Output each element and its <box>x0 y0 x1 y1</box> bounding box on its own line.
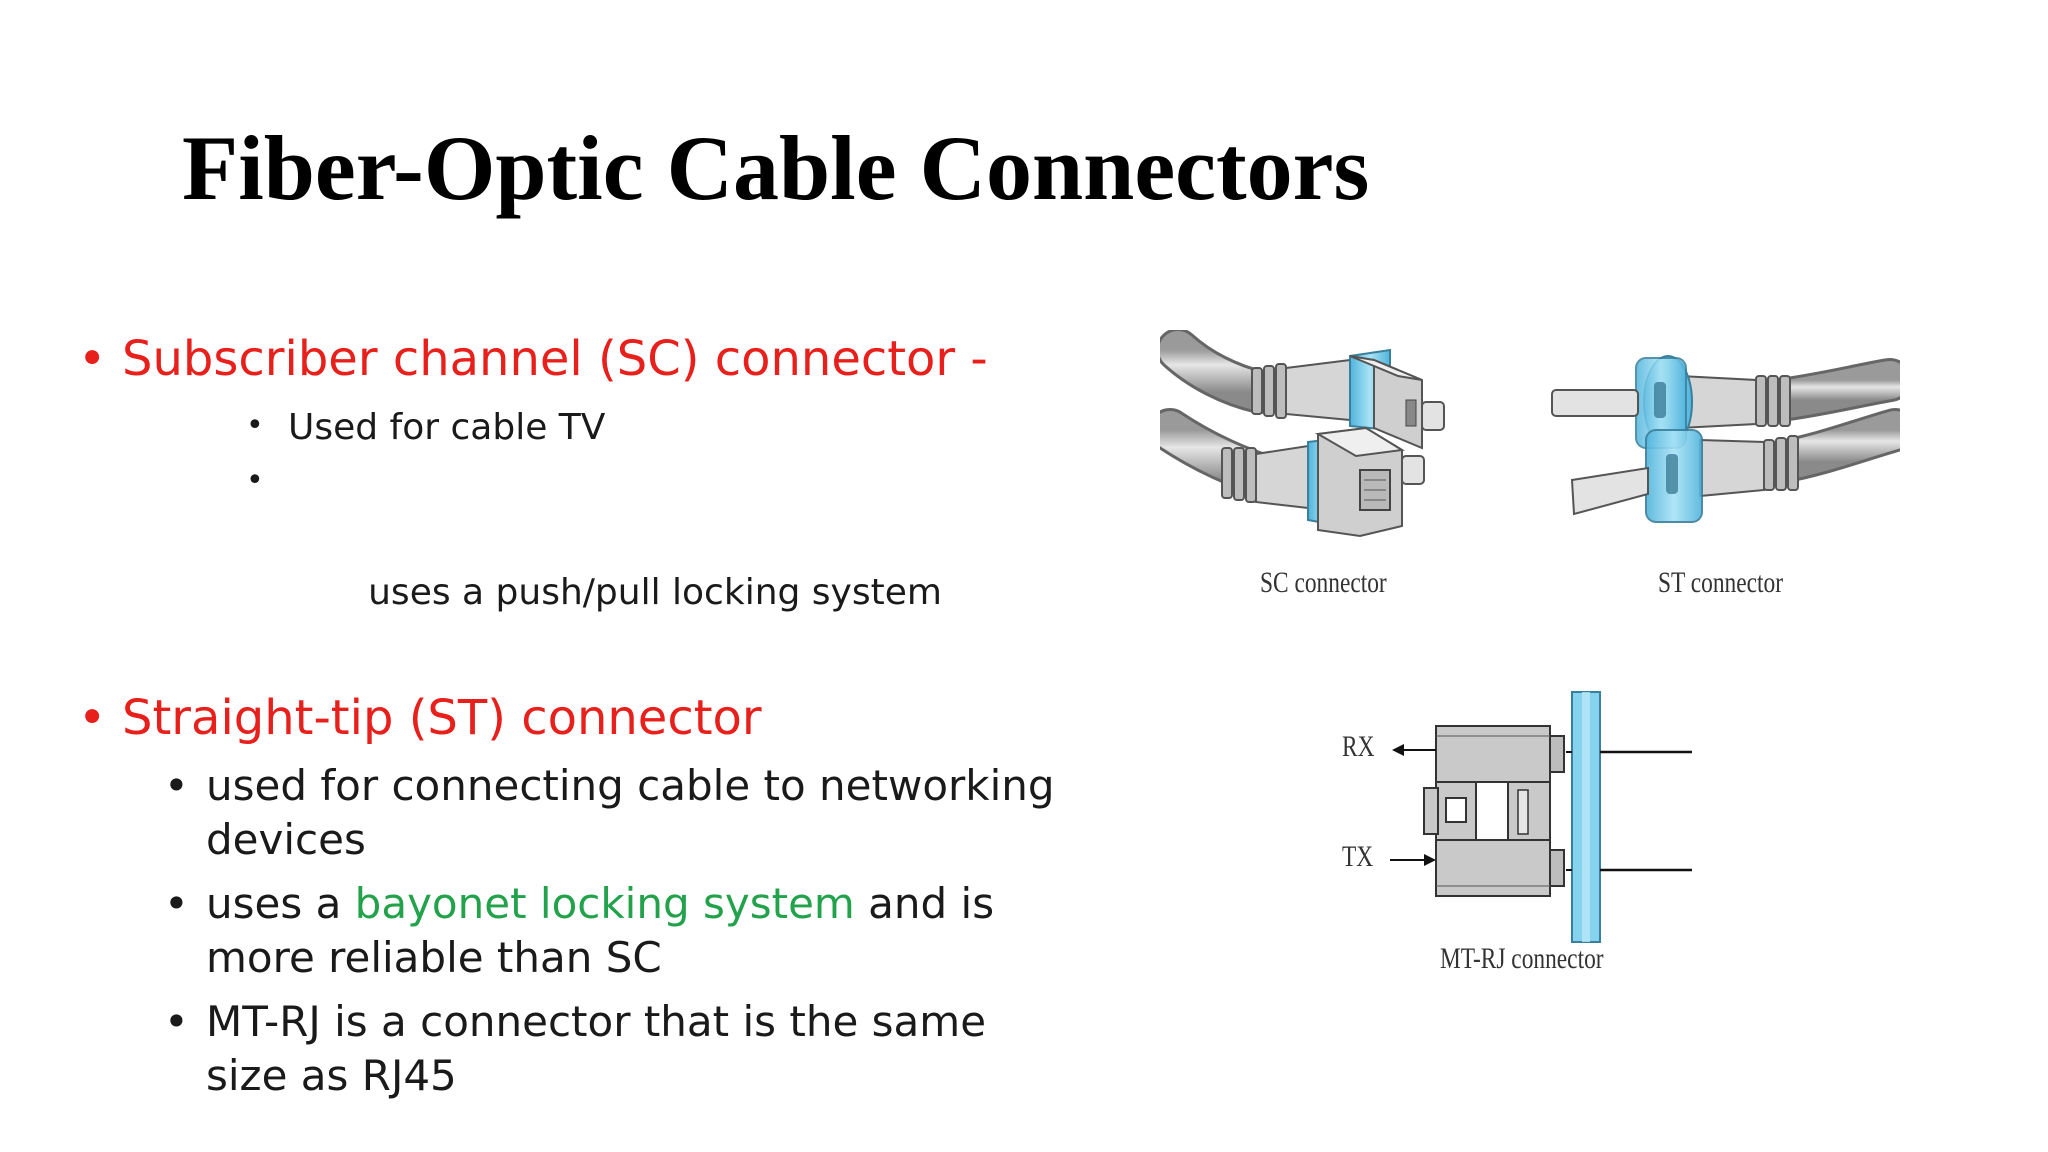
mtrj-diagram <box>1390 691 1692 943</box>
sc-heading-text: Subscriber channel (SC) connector - <box>122 331 988 387</box>
bullet-sc-heading: • Subscriber channel (SC) connector - <box>78 330 998 388</box>
slide-title: Fiber-Optic Cable Connectors <box>182 117 1370 219</box>
sc-connector-label: SC connector <box>1260 566 1387 599</box>
st-heading-text: Straight-tip (ST) connector <box>122 690 762 746</box>
bayonet-highlight: bayonet locking system <box>354 879 855 928</box>
bullet-dot: • <box>246 408 264 443</box>
bullet-dot: • <box>246 463 264 498</box>
st-connector-upper <box>1551 355 1912 449</box>
st-connector-lower <box>1570 408 1917 523</box>
sc-st-connector-figure: SC connector ST connector <box>1148 328 1917 620</box>
bullet-dot: • <box>164 879 189 928</box>
sc-connector-upper <box>1156 328 1445 450</box>
bullet-st-point-3: • MT-RJ is a connector that is the same … <box>78 995 1066 1103</box>
sc-connector-lower <box>1148 408 1425 538</box>
bullet-st-point-2: • uses a bayonet locking system and is m… <box>78 877 1066 985</box>
st-point-2-suffix: and is more reliable than SC <box>206 879 995 982</box>
bullet-sc-point-1: • Used for cable TV <box>78 400 998 455</box>
st-point-2-prefix: uses a <box>206 879 355 928</box>
rx-label: RX <box>1342 730 1375 763</box>
mtrj-connector-figure: RX TX MT-RJ connector <box>1330 680 1710 980</box>
bullet-sc-point-2: • uses a push/pull locking system <box>78 455 998 675</box>
bullet-st-point-1: • used for connecting cable to networkin… <box>78 759 1066 867</box>
mtrj-connector-label: MT-RJ connector <box>1440 942 1604 975</box>
connector-illustration <box>1148 328 1917 538</box>
bullet-dot: • <box>78 690 107 746</box>
sc-point-2-text: uses a push/pull locking system <box>356 572 942 613</box>
st-point-3-text: MT-RJ is a connector that is the same si… <box>206 997 987 1100</box>
tx-label: TX <box>1342 840 1374 873</box>
bullet-st-heading: • Straight-tip (ST) connector <box>78 689 998 747</box>
st-point-1-text: used for connecting cable to networking … <box>206 761 1055 864</box>
sc-point-1-text: Used for cable TV <box>288 407 606 448</box>
bullet-dot: • <box>78 331 107 387</box>
st-connector-label: ST connector <box>1658 566 1783 599</box>
slide-body: • Subscriber channel (SC) connector - • … <box>78 330 1055 1113</box>
bullet-dot: • <box>164 997 189 1046</box>
bullet-dot: • <box>164 761 189 810</box>
